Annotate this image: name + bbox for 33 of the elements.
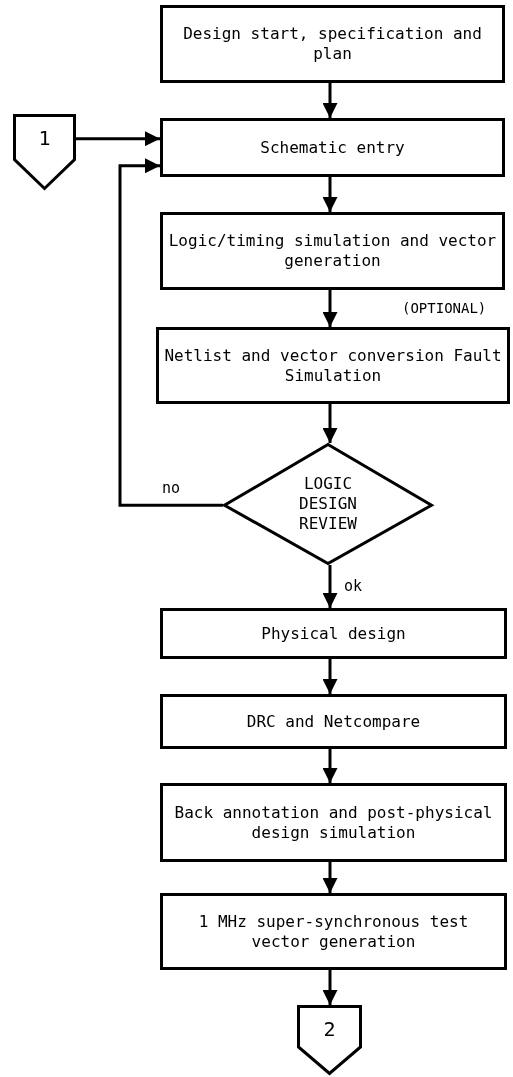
step-text: Netlist and vector conversion Fault Simulation xyxy=(163,345,503,386)
decision-diamond xyxy=(223,443,433,565)
connector-number: 1 xyxy=(37,126,52,151)
arrow xyxy=(322,83,338,118)
arrow xyxy=(322,862,338,893)
arrow xyxy=(118,158,223,507)
process-box xyxy=(156,327,510,404)
off-page-connector xyxy=(13,114,76,190)
step-text: Back annotation and post-physical design simulation xyxy=(173,802,494,843)
connector-number: 2 xyxy=(322,1017,337,1042)
decision-text: LOGIC DESIGN REVIEW xyxy=(298,474,358,534)
arrow xyxy=(322,290,338,327)
step-text: Schematic entry xyxy=(259,137,406,158)
arrow xyxy=(322,565,338,608)
step-text: Design start, specification and plan xyxy=(182,24,483,64)
process-box xyxy=(160,783,507,862)
process-box xyxy=(160,608,507,659)
arrow xyxy=(322,970,338,1005)
process-box xyxy=(160,893,507,970)
process-box xyxy=(160,212,505,290)
step-text: Physical design xyxy=(260,623,407,644)
process-box xyxy=(160,118,505,177)
process-box xyxy=(160,5,505,83)
arrow xyxy=(322,749,338,783)
process-box xyxy=(160,694,507,749)
arrow xyxy=(322,659,338,694)
arrow xyxy=(76,131,160,147)
arrow xyxy=(322,177,338,212)
arrow xyxy=(322,404,338,443)
step-text: 1 MHz super-synchronous test vector generation xyxy=(197,911,470,952)
step-text: DRC and Netcompare xyxy=(245,711,422,732)
off-page-connector xyxy=(297,1005,362,1075)
step-text: Logic/timing simulation and vector generation xyxy=(167,231,498,271)
